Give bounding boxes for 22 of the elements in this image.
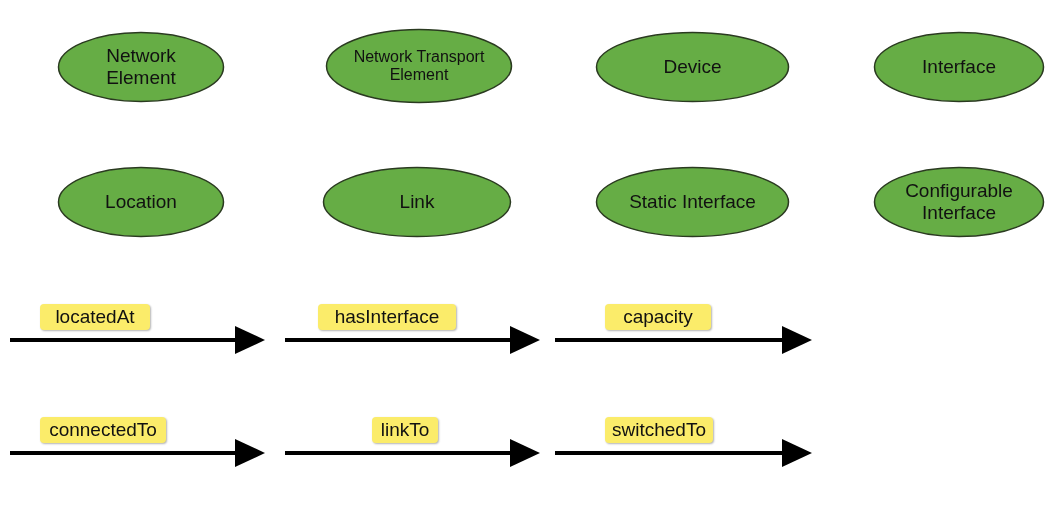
class-name: Network Transport Element <box>352 47 486 85</box>
class-name: Static Interface <box>629 191 756 213</box>
property-label: switchedTo <box>605 417 713 443</box>
class-ellipse <box>322 166 512 238</box>
property-label: linkTo <box>372 417 438 443</box>
class-name: Link <box>399 191 435 213</box>
property-label: hasInterface <box>318 304 456 330</box>
class-ellipse <box>57 166 225 238</box>
class-name: Configurable Interface <box>904 180 1014 224</box>
class-ellipse <box>325 28 513 104</box>
class-name: Interface <box>922 56 996 78</box>
class-name: Location <box>105 191 177 213</box>
property-label: locatedAt <box>40 304 150 330</box>
class-ellipse <box>873 31 1045 103</box>
property-label: capacity <box>605 304 711 330</box>
class-ellipse <box>873 166 1045 238</box>
class-ellipse <box>57 31 225 103</box>
class-name: Network Element <box>105 45 177 89</box>
class-ellipse <box>595 166 790 238</box>
property-label: connectedTo <box>40 417 166 443</box>
class-name: Device <box>663 56 722 78</box>
class-ellipse <box>595 31 790 103</box>
